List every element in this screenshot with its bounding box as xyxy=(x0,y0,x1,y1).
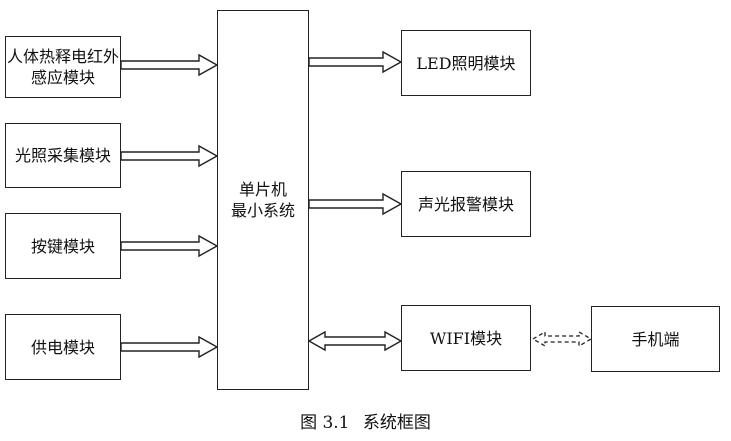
arrow-pir-to-mcu xyxy=(120,53,219,77)
pir-sensor-label-line2: 感应模块 xyxy=(30,68,95,87)
arrow-power-to-mcu xyxy=(120,335,219,359)
light-sensor-label: 光照采集模块 xyxy=(14,146,111,165)
arrow-light-to-mcu xyxy=(120,144,219,168)
mcu-minimum-system: 单片机 最小系统 xyxy=(217,10,309,390)
mcu-label-line2: 最小系统 xyxy=(230,201,295,220)
phone-label: 手机端 xyxy=(631,329,680,349)
arrow-mcu-to-alarm xyxy=(308,192,403,216)
figure-caption: 图 3.1 系统框图 xyxy=(0,408,731,433)
arrow-wifi-phone-wireless xyxy=(531,330,593,348)
light-sensor-module: 光照采集模块 xyxy=(5,123,121,188)
power-module: 供电模块 xyxy=(5,314,121,380)
mobile-phone: 手机端 xyxy=(591,306,720,372)
power-module-label: 供电模块 xyxy=(30,337,95,357)
wifi-module-label: WIFI模块 xyxy=(429,328,503,348)
arrow-key-to-mcu xyxy=(120,234,219,258)
pir-sensor-module: 人体热释电红外 感应模块 xyxy=(5,36,121,98)
wifi-module: WIFI模块 xyxy=(401,305,531,371)
led-module-label: LED照明模块 xyxy=(416,53,516,73)
mcu-label-line1: 单片机 xyxy=(238,180,287,199)
key-module-label: 按键模块 xyxy=(30,236,95,256)
figure-title: 系统框图 xyxy=(362,413,431,433)
led-lighting-module: LED照明模块 xyxy=(401,30,531,96)
arrow-mcu-to-led xyxy=(308,50,403,74)
arrow-mcu-wifi-bidirectional xyxy=(307,330,403,352)
sound-light-alarm-module: 声光报警模块 xyxy=(401,171,531,237)
pir-sensor-label-line1: 人体热释电红外 xyxy=(6,47,119,66)
key-module: 按键模块 xyxy=(5,213,121,279)
figure-number: 图 3.1 xyxy=(300,413,350,433)
alarm-module-label: 声光报警模块 xyxy=(417,194,514,214)
